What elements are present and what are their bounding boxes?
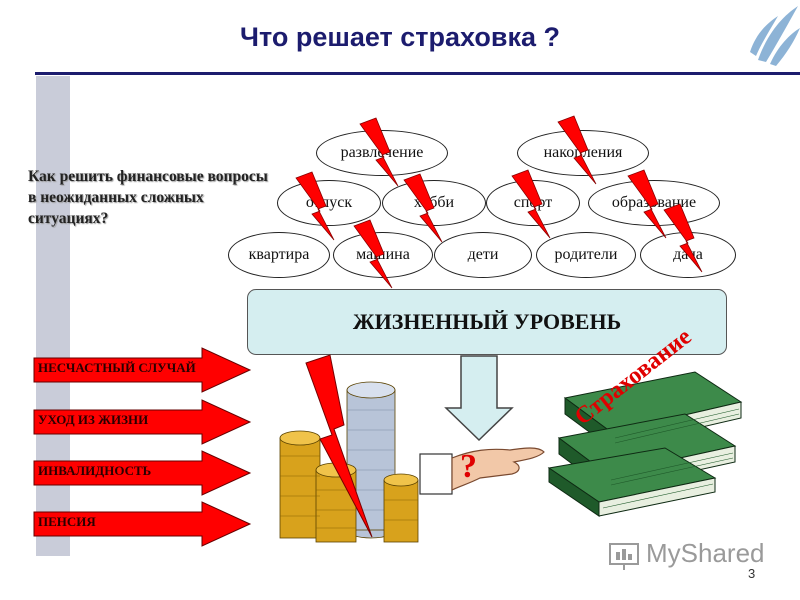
large-lightning-icon xyxy=(305,354,373,538)
risk-disability: ИНВАЛИДНОСТЬ xyxy=(33,450,252,496)
risk-label: НЕСЧАСТНЫЙ СЛУЧАЙ xyxy=(38,360,196,375)
page-number: 3 xyxy=(748,566,756,581)
title-divider xyxy=(35,72,800,75)
watermark-text: MyShared xyxy=(646,538,765,568)
question-mark: ? xyxy=(460,448,477,485)
lightning-icon xyxy=(359,117,399,187)
down-arrow-icon xyxy=(444,355,514,442)
logo-icon xyxy=(750,6,800,66)
slide-title: Что решает страховка ? xyxy=(240,22,560,52)
risk-death: УХОД ИЗ ЖИЗНИ xyxy=(33,399,252,445)
risk-label: УХОД ИЗ ЖИЗНИ xyxy=(38,412,149,427)
risk-accident: НЕСЧАСТНЫЙ СЛУЧАЙ xyxy=(33,347,252,393)
hand-icon xyxy=(419,447,545,495)
goal-vacation: отпуск xyxy=(277,180,381,226)
lightning-icon xyxy=(663,203,703,273)
lightning-icon xyxy=(557,115,597,185)
risk-label: ПЕНСИЯ xyxy=(38,514,96,529)
watermark-icon xyxy=(609,543,639,570)
coin-stacks-icon xyxy=(279,381,419,543)
lightning-icon xyxy=(627,169,667,239)
goal-apartment: квартира xyxy=(228,232,330,278)
lightning-icon xyxy=(403,173,443,243)
goal-parents: родители xyxy=(536,232,636,278)
risk-label: ИНВАЛИДНОСТЬ xyxy=(38,463,152,478)
goal-children: дети xyxy=(434,232,532,278)
lightning-icon xyxy=(353,219,393,289)
lightning-icon xyxy=(295,171,335,241)
life-level-box: ЖИЗНЕННЫЙ УРОВЕНЬ xyxy=(247,289,727,355)
lightning-icon xyxy=(511,169,551,239)
money-stack-icon xyxy=(547,371,743,517)
question-text: Как решить финансовые вопросы в неожидан… xyxy=(28,168,268,227)
risk-pension: ПЕНСИЯ xyxy=(33,501,252,547)
